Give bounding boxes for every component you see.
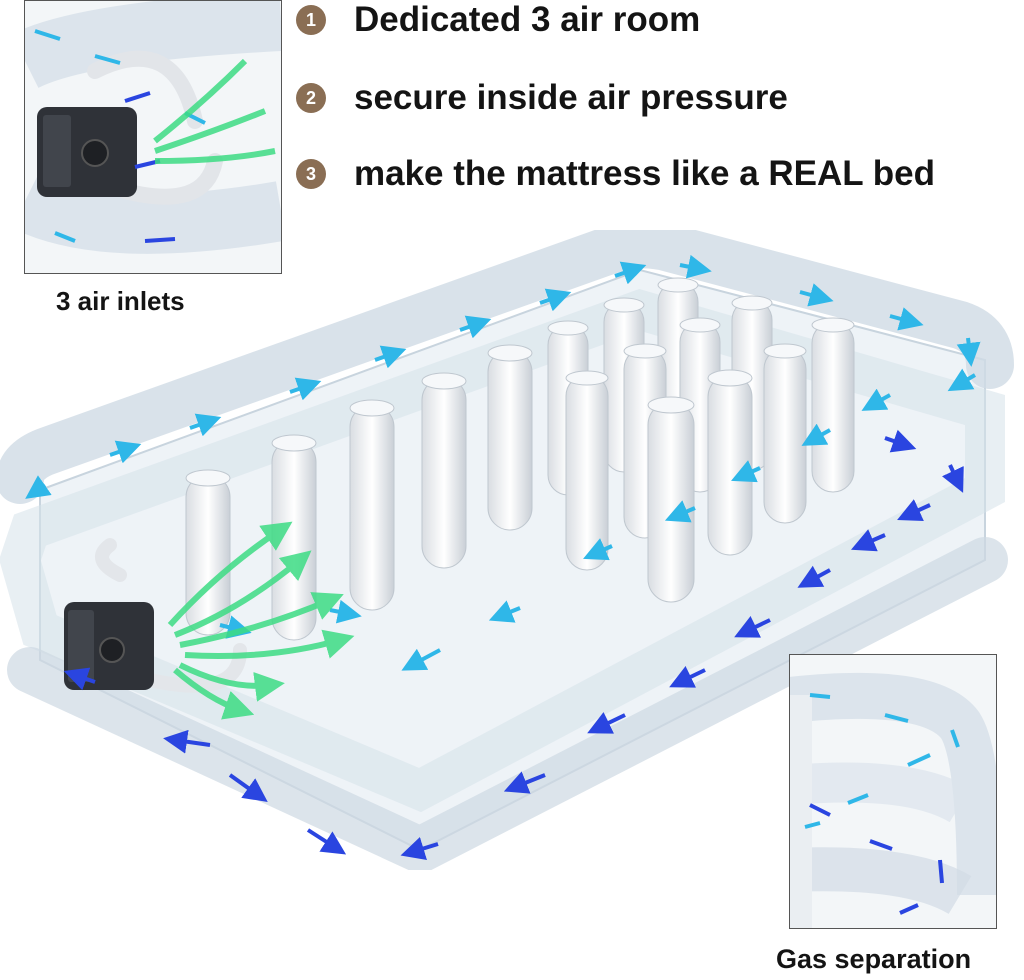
gas-separation-closeup [790,672,996,928]
feature-number-badge: 3 [296,159,326,189]
pillar [647,396,695,603]
gas-separation-inset [789,654,997,929]
feature-number-badge: 1 [296,5,326,35]
air-flow-arrows-green [167,521,355,720]
air-inlets-caption: 3 air inlets [56,286,185,316]
pillar [487,344,533,531]
pillar [349,399,395,611]
feature-text: secure inside air pressure [354,78,788,117]
air-flow-arrows-bottom [63,429,964,860]
gas-separation-caption: Gas separation [776,944,972,974]
pillar [421,372,467,569]
support-pillars [185,277,855,641]
feature-item-1: 1 Dedicated 3 air room [296,0,700,40]
air-inlets-closeup [25,1,281,254]
mattress-tube-top [0,230,1014,504]
pillar [763,343,807,524]
air-inlets-inset [24,0,282,274]
pillar [271,434,317,641]
pillar [811,317,855,493]
feature-text: make the mattress like a REAL bed [354,154,935,193]
feature-number-badge: 2 [296,83,326,113]
pillar [565,370,609,571]
feature-item-2: 2 secure inside air pressure [296,78,788,118]
feature-text: Dedicated 3 air room [354,0,701,39]
feature-item-3: 3 make the mattress like a REAL bed [296,154,935,194]
pillar [707,369,753,556]
